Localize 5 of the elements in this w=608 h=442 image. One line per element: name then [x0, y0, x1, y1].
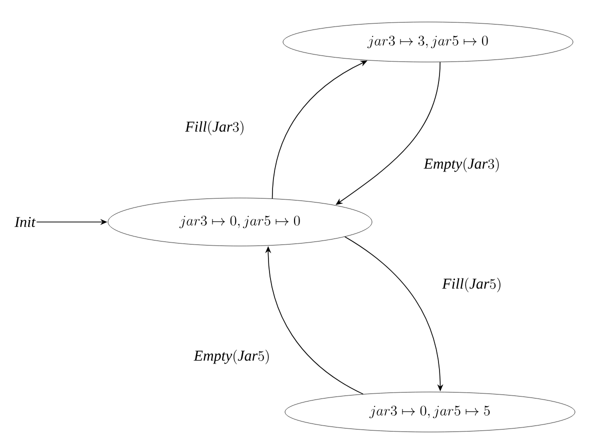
edge-label: $\mathit{Fill}(\mathit{Jar}3)$: [184, 120, 246, 136]
edge-label: $\mathit{Empty}(\mathit{Jar}3)$: [422, 156, 502, 174]
edge-label: $\mathit{Empty}(\mathit{Jar}5)$: [192, 348, 272, 366]
edge-label: $\mathit{Fill}(\mathit{Jar}5)$: [441, 276, 503, 294]
start-label: $\mathit{Init}$: [14, 216, 36, 228]
